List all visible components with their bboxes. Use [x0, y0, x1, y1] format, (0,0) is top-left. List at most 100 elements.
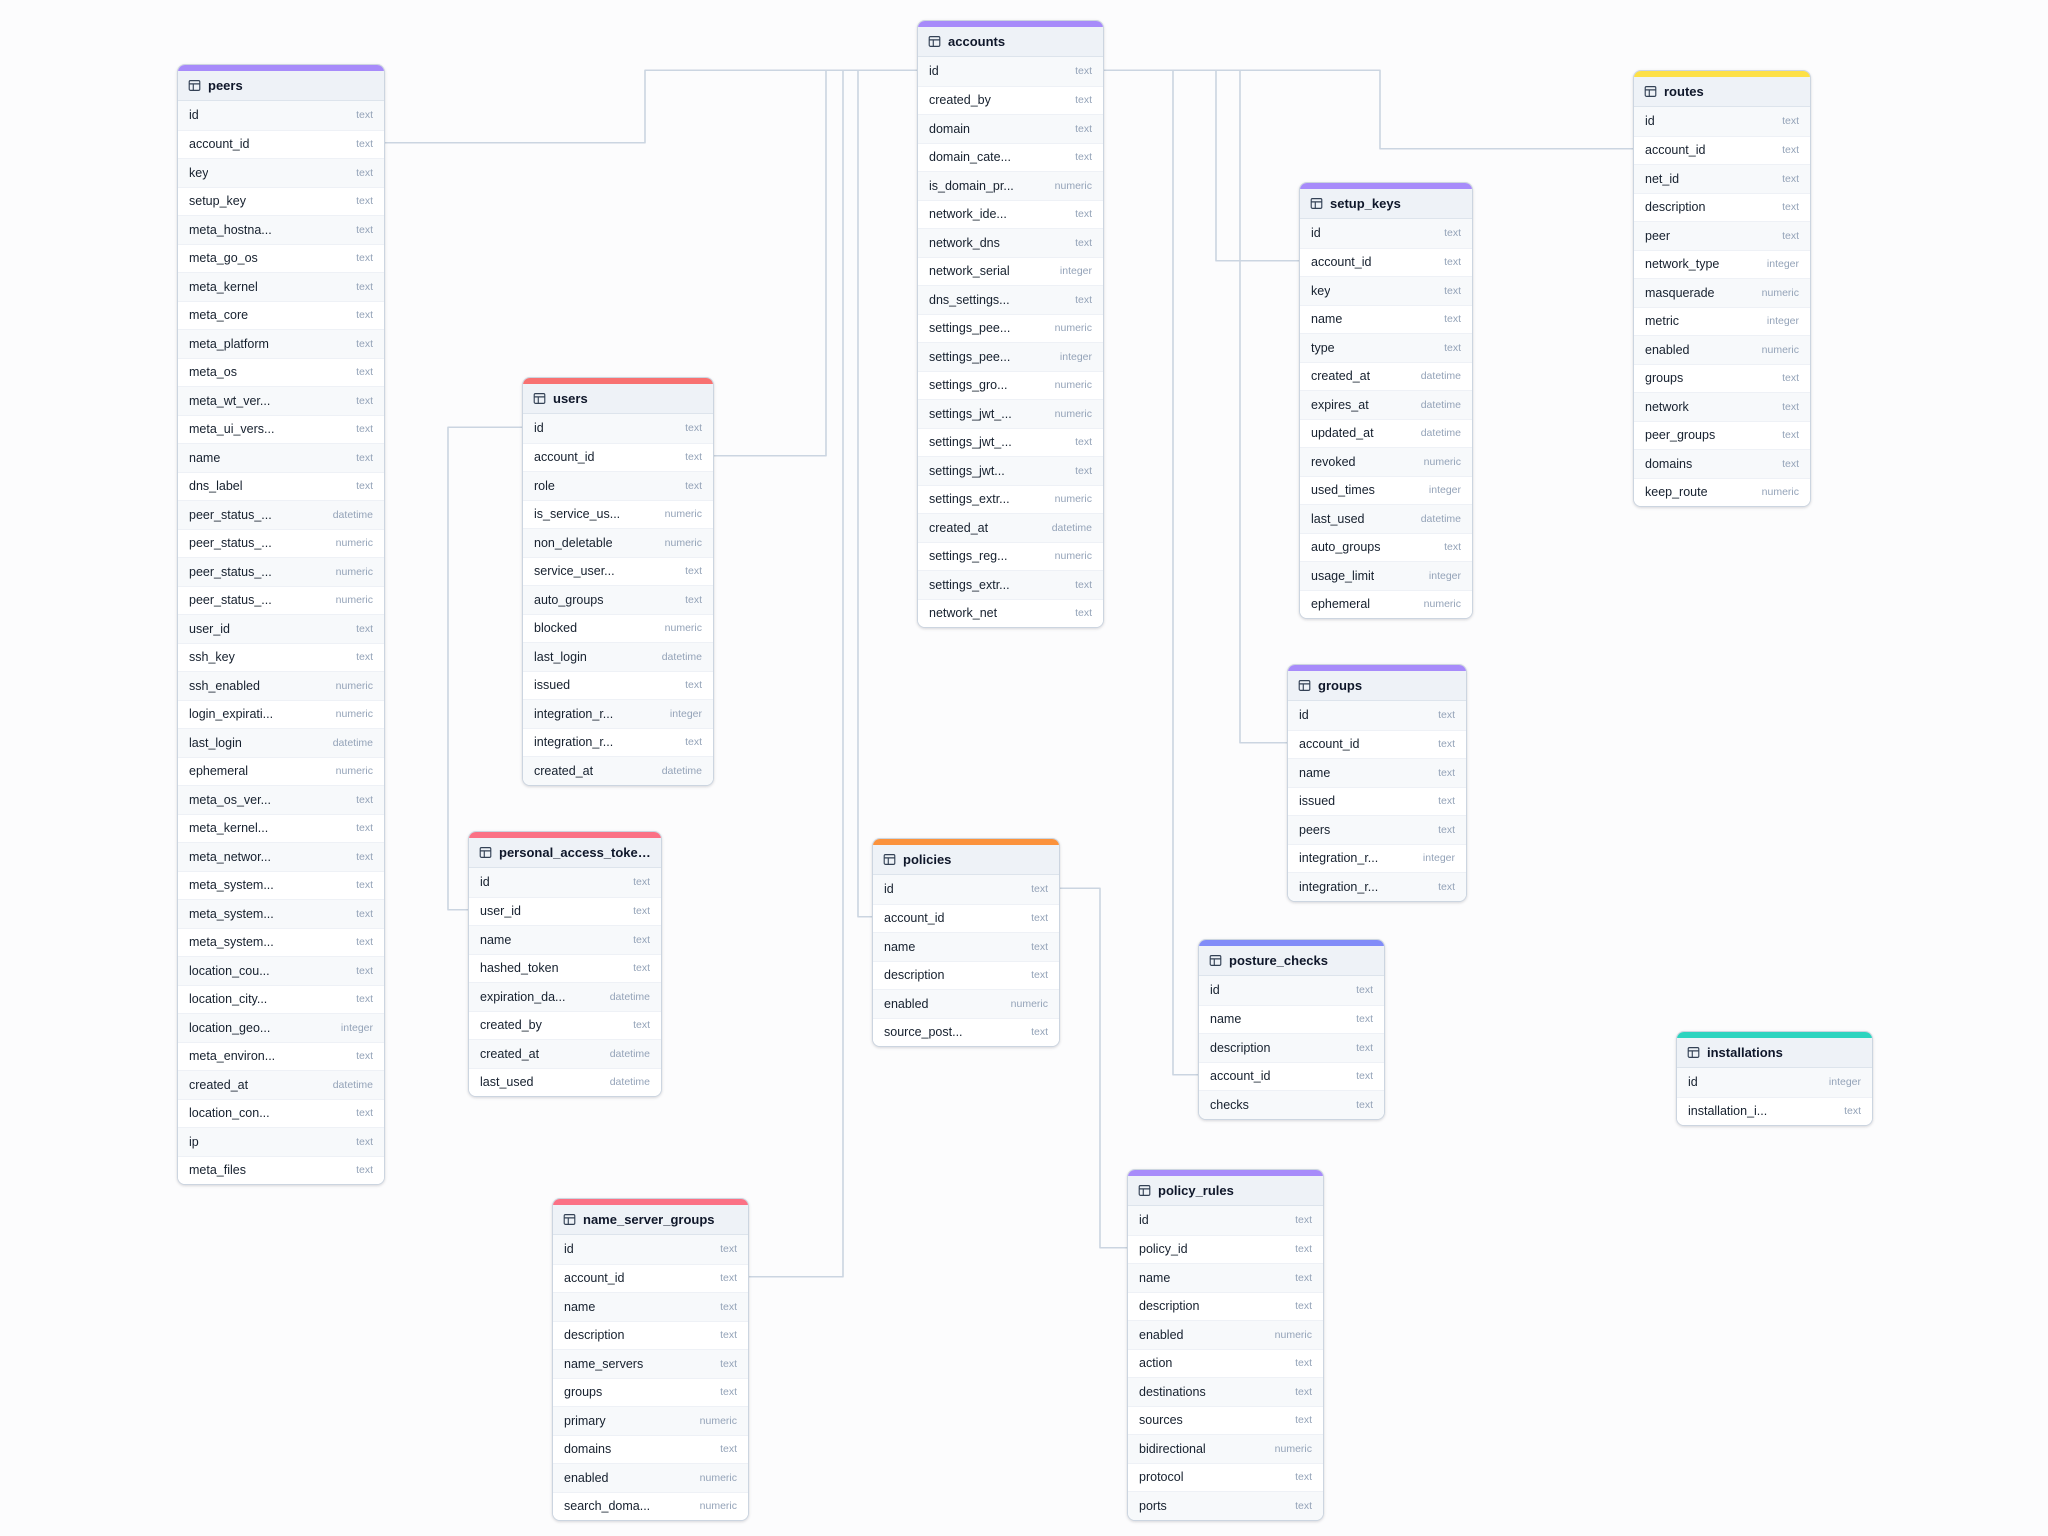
table-name: personal_access_tokens [499, 845, 651, 860]
table-field-row: id text [523, 414, 713, 443]
table-header[interactable]: setup_keys [1300, 189, 1472, 219]
table-field-row: peer_status_... numeric [178, 557, 384, 586]
field-name: location_cou... [189, 963, 270, 978]
table-header[interactable]: peers [178, 71, 384, 101]
field-name: name [1210, 1012, 1242, 1027]
table-field-row: name text [178, 443, 384, 472]
field-name: settings_gro... [929, 378, 1008, 393]
table-field-row: primary numeric [553, 1406, 748, 1435]
table-card-policies[interactable]: policies id text account_id text name te… [872, 838, 1060, 1047]
field-name: ssh_enabled [189, 678, 260, 693]
table-rows: id text account_id text name text descri… [873, 875, 1059, 1046]
table-header[interactable]: policy_rules [1128, 1176, 1323, 1206]
table-card-name_server_groups[interactable]: name_server_groups id text account_id te… [552, 1198, 749, 1521]
field-type: text [1295, 1214, 1312, 1227]
field-type: text [1782, 400, 1799, 413]
table-header[interactable]: groups [1288, 671, 1466, 701]
table-field-row: network_dns text [918, 228, 1103, 257]
table-header[interactable]: routes [1634, 77, 1810, 107]
table-field-row: service_user... text [523, 556, 713, 585]
field-name: installation_i... [1688, 1104, 1768, 1119]
table-card-routes[interactable]: routes id text account_id text net_id te… [1633, 70, 1811, 507]
table-card-users[interactable]: users id text account_id text role text … [522, 377, 714, 786]
table-name: routes [1664, 84, 1704, 99]
table-field-row: account_id text [1288, 729, 1466, 758]
table-header[interactable]: accounts [918, 27, 1103, 57]
field-name: network_dns [929, 235, 1000, 250]
table-card-policy_rules[interactable]: policy_rules id text policy_id text name… [1127, 1169, 1324, 1521]
table-header[interactable]: users [523, 384, 713, 414]
table-field-row: user_id text [469, 896, 661, 925]
field-name: name [480, 932, 512, 947]
field-type: text [1295, 1414, 1312, 1427]
table-card-personal_access_tokens[interactable]: personal_access_tokens id text user_id t… [468, 831, 662, 1097]
table-header[interactable]: posture_checks [1199, 946, 1384, 976]
table-header[interactable]: installations [1677, 1038, 1872, 1068]
table-field-row: issued text [1288, 786, 1466, 815]
field-type: text [1356, 1098, 1373, 1111]
field-type: text [1438, 766, 1455, 779]
table-field-row: usage_limit integer [1300, 561, 1472, 590]
table-field-row: id text [918, 57, 1103, 86]
table-rows: id text account_id text name text issued… [1288, 701, 1466, 901]
table-field-row: auto_groups text [1300, 532, 1472, 561]
table-field-row: meta_system... text [178, 927, 384, 956]
table-header[interactable]: personal_access_tokens [469, 838, 661, 868]
table-field-row: settings_extr... text [918, 570, 1103, 599]
field-name: settings_extr... [929, 492, 1010, 507]
table-card-groups[interactable]: groups id text account_id text name text… [1287, 664, 1467, 902]
field-name: id [564, 1242, 574, 1257]
field-type: text [356, 1107, 373, 1120]
field-type: text [1295, 1243, 1312, 1256]
table-header[interactable]: policies [873, 845, 1059, 875]
field-type: numeric [335, 565, 373, 578]
table-card-posture_checks[interactable]: posture_checks id text name text descrip… [1198, 939, 1385, 1120]
table-field-row: network_ide... text [918, 199, 1103, 228]
field-name: meta_wt_ver... [189, 393, 271, 408]
field-name: user_id [480, 904, 521, 919]
field-name: user_id [189, 621, 230, 636]
field-name: peer_status_... [189, 507, 272, 522]
field-type: text [720, 1443, 737, 1456]
table-field-row: auto_groups text [523, 585, 713, 614]
field-type: integer [1059, 350, 1092, 363]
table-card-setup_keys[interactable]: setup_keys id text account_id text key t… [1299, 182, 1473, 619]
field-name: description [1210, 1040, 1271, 1055]
field-type: datetime [609, 1047, 650, 1060]
table-card-peers[interactable]: peers id text account_id text key text s… [177, 64, 385, 1185]
table-field-row: policy_id text [1128, 1234, 1323, 1263]
field-name: net_id [1645, 171, 1680, 186]
table-field-row: keep_route numeric [1634, 477, 1810, 506]
table-field-row: created_at datetime [918, 513, 1103, 542]
field-name: meta_os_ver... [189, 792, 271, 807]
field-name: network_net [929, 606, 998, 621]
field-name: blocked [534, 621, 578, 636]
table-header[interactable]: name_server_groups [553, 1205, 748, 1235]
field-name: description [1645, 200, 1706, 215]
field-type: text [720, 1357, 737, 1370]
table-accent-bar [178, 65, 384, 71]
table-field-row: location_cou... text [178, 956, 384, 985]
field-name: name [564, 1299, 596, 1314]
field-name: dns_settings... [929, 292, 1010, 307]
table-card-accounts[interactable]: accounts id text created_by text domain … [917, 20, 1104, 628]
table-field-row: id text [1128, 1206, 1323, 1235]
field-type: text [685, 679, 702, 692]
table-field-row: id text [1199, 976, 1384, 1005]
field-name: auto_groups [1311, 540, 1381, 555]
table-rows: id integer installation_i... text [1677, 1068, 1872, 1125]
field-name: meta_ui_vers... [189, 422, 275, 437]
table-card-installations[interactable]: installations id integer installation_i.… [1676, 1031, 1873, 1126]
field-type: text [1031, 883, 1048, 896]
field-name: metric [1645, 314, 1680, 329]
field-name: location_con... [189, 1106, 270, 1121]
field-type: text [720, 1243, 737, 1256]
field-type: text [1782, 115, 1799, 128]
table-name: peers [208, 78, 243, 93]
field-type: text [720, 1329, 737, 1342]
field-name: created_at [189, 1077, 249, 1092]
table-field-row: domain_cate... text [918, 142, 1103, 171]
field-name: network_ide... [929, 207, 1007, 222]
field-type: numeric [335, 537, 373, 550]
